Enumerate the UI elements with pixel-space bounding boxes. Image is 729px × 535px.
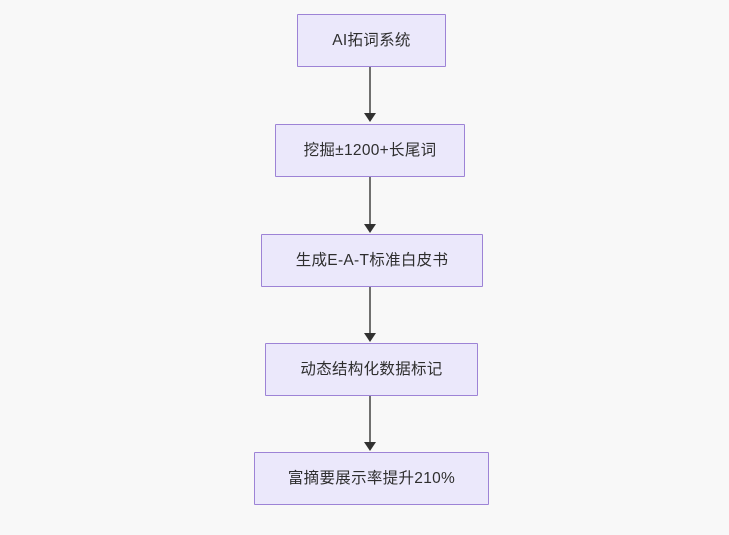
edge-n3-n4: [369, 287, 372, 334]
flowchart-node-structured-data-markup[interactable]: 动态结构化数据标记: [265, 343, 478, 396]
edge-n2-n3: [369, 177, 372, 225]
flowchart-node-ai-keyword-system[interactable]: AI拓词系统: [297, 14, 446, 67]
edge-n1-n2-arrowhead: [363, 113, 376, 122]
edge-n4-n5: [369, 396, 372, 443]
flowchart-node-label: 生成E-A-T标准白皮书: [295, 251, 449, 269]
flowchart-node-label: 挖掘±1200+长尾词: [303, 141, 437, 159]
flowchart-node-eat-whitepaper[interactable]: 生成E-A-T标准白皮书: [261, 234, 483, 287]
edge-n4-n5-arrowhead: [363, 442, 376, 451]
flowchart-node-rich-snippet-result[interactable]: 富摘要展示率提升210%: [254, 452, 489, 505]
flowchart-node-label: 富摘要展示率提升210%: [287, 469, 456, 487]
flowchart-node-longtail-keywords[interactable]: 挖掘±1200+长尾词: [275, 124, 465, 177]
edge-n1-n2: [369, 67, 372, 114]
flowchart-node-label: AI拓词系统: [332, 31, 411, 49]
edge-n2-n3-arrowhead: [363, 224, 376, 233]
flowchart-node-label: 动态结构化数据标记: [300, 360, 443, 378]
edge-n3-n4-arrowhead: [363, 333, 376, 342]
